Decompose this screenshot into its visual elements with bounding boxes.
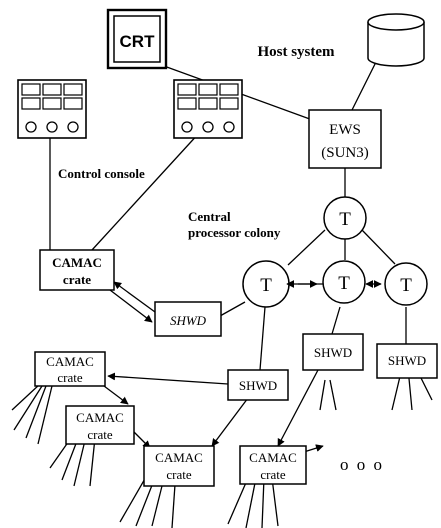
camac-shwd-link-top: [113, 281, 156, 313]
transputer-to-shwd-right-line: [331, 306, 341, 335]
console-display: [21, 97, 41, 110]
camac-label: CAMAC: [76, 410, 124, 425]
control-console-label: Control console: [58, 166, 145, 181]
transputer-root: T: [323, 196, 367, 240]
transputer-right: T: [384, 262, 428, 306]
console-knob: [25, 121, 37, 133]
camac-crate-3: CAMAC crate: [143, 445, 215, 487]
shwd-to-camac-line: [107, 372, 229, 385]
console-knob: [181, 121, 193, 133]
connection-lines: [49, 61, 407, 457]
console-display: [198, 97, 218, 110]
transputer-left: T: [242, 260, 290, 308]
control-console-panel-left: [17, 79, 87, 139]
console-display: [63, 97, 83, 110]
continuation-ellipsis: o o o: [340, 455, 384, 474]
crate-label: crate: [57, 370, 82, 385]
transputer-to-shwd-line: [219, 301, 246, 317]
transputer-label: T: [338, 273, 350, 294]
ews-node: EWS (SUN3): [308, 109, 382, 169]
camac-label: CAMAC: [52, 255, 102, 270]
crate-label: crate: [260, 467, 285, 482]
console-display: [177, 83, 197, 96]
tree-line-c: [361, 229, 396, 265]
ews-model-label: (SUN3): [321, 145, 369, 161]
disk-body: [367, 22, 425, 67]
console-display: [198, 83, 218, 96]
crt-monitor: CRT: [106, 8, 168, 70]
transputer-label: T: [260, 275, 272, 296]
shwd-unit-far-right: SHWD: [376, 343, 438, 379]
shwd-label: SHWD: [388, 353, 426, 368]
control-console-panel-right: [173, 79, 243, 139]
crt-label: CRT: [120, 32, 156, 51]
console-right-to-camac-line: [91, 131, 201, 251]
camac-label: CAMAC: [249, 450, 297, 465]
camac-crate-1: CAMAC crate: [34, 351, 106, 387]
console-display: [42, 97, 62, 110]
shwd-unit-console: SHWD: [154, 301, 222, 337]
central-label-line1: Central: [188, 209, 231, 224]
camac-chain-line-1: [103, 385, 129, 405]
shwd-to-camac-line-2: [211, 397, 249, 447]
crate-label: crate: [63, 272, 91, 287]
console-knob: [202, 121, 214, 133]
ews-label: EWS: [329, 122, 361, 138]
shwd-unit-mid: SHWD: [227, 369, 289, 401]
transputer-label: T: [339, 209, 351, 230]
host-to-ews-line: [351, 61, 377, 111]
crt-screen: [113, 15, 161, 63]
shwd-unit-right: SHWD: [302, 333, 364, 371]
camac-crate-console: CAMAC crate: [39, 249, 115, 291]
console-knob: [46, 121, 58, 133]
console-display: [21, 83, 41, 96]
console-display: [42, 83, 62, 96]
tree-line-a: [287, 229, 326, 266]
ews-box: [308, 109, 382, 169]
camac-label: CAMAC: [155, 450, 203, 465]
console-display: [219, 83, 239, 96]
shwd-label: SHWD: [170, 313, 207, 328]
console-display: [63, 83, 83, 96]
transputer-to-shwd-mid-line: [259, 306, 266, 371]
central-label-line2: processor colony: [188, 225, 281, 240]
disk-top: [367, 13, 425, 31]
crate-label: crate: [166, 467, 191, 482]
console-display: [177, 97, 197, 110]
host-system-label: Host system: [257, 44, 335, 60]
crate-label: crate: [87, 427, 112, 442]
camac-shwd-link-bottom: [109, 289, 153, 323]
camac-label: CAMAC: [46, 354, 94, 369]
shwd-label: SHWD: [239, 378, 277, 393]
shwd-to-camac-right-line: [277, 369, 319, 447]
cable-fanout-lines: [11, 367, 433, 528]
console-knob: [67, 121, 79, 133]
shwd-label: SHWD: [314, 345, 352, 360]
host-system-node: Host system: [257, 13, 425, 67]
camac-crate-4: CAMAC crate: [239, 445, 307, 485]
transputer-label: T: [400, 275, 412, 296]
console-knob: [223, 121, 235, 133]
console-display: [219, 97, 239, 110]
camac-crate-2: CAMAC crate: [65, 405, 135, 445]
transputer-middle: T: [322, 260, 366, 304]
